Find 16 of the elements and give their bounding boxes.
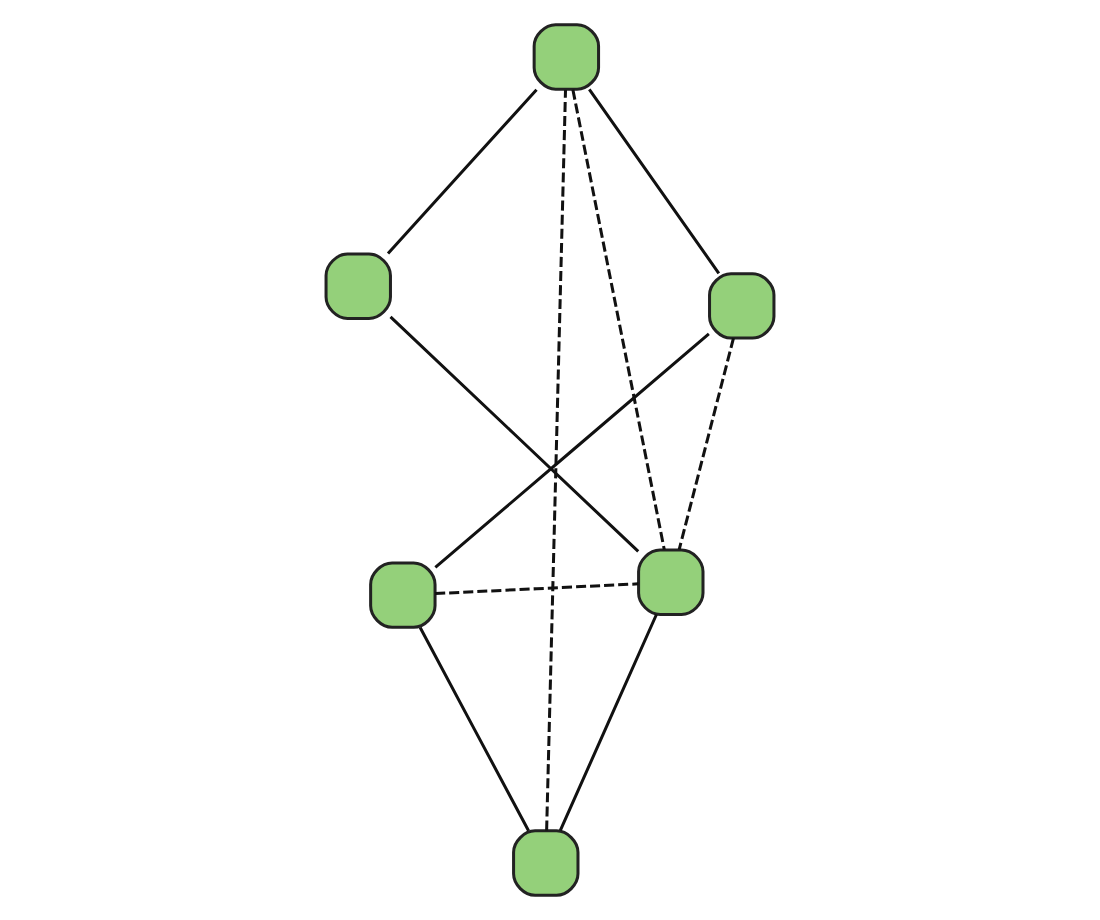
connector: [435, 582, 639, 596]
connector: [386, 88, 538, 255]
node-box: [637, 548, 705, 616]
connector: [545, 89, 567, 831]
connector: [418, 626, 530, 832]
connector: [434, 332, 710, 569]
node-box: [512, 829, 580, 897]
node-box: [708, 272, 776, 340]
connector: [558, 613, 658, 831]
node-box: [369, 561, 437, 629]
connector: [571, 89, 666, 550]
connector: [588, 88, 721, 275]
node-box: [324, 252, 392, 320]
connector: [389, 315, 640, 553]
connector: [677, 337, 735, 550]
node-box: [532, 23, 601, 91]
